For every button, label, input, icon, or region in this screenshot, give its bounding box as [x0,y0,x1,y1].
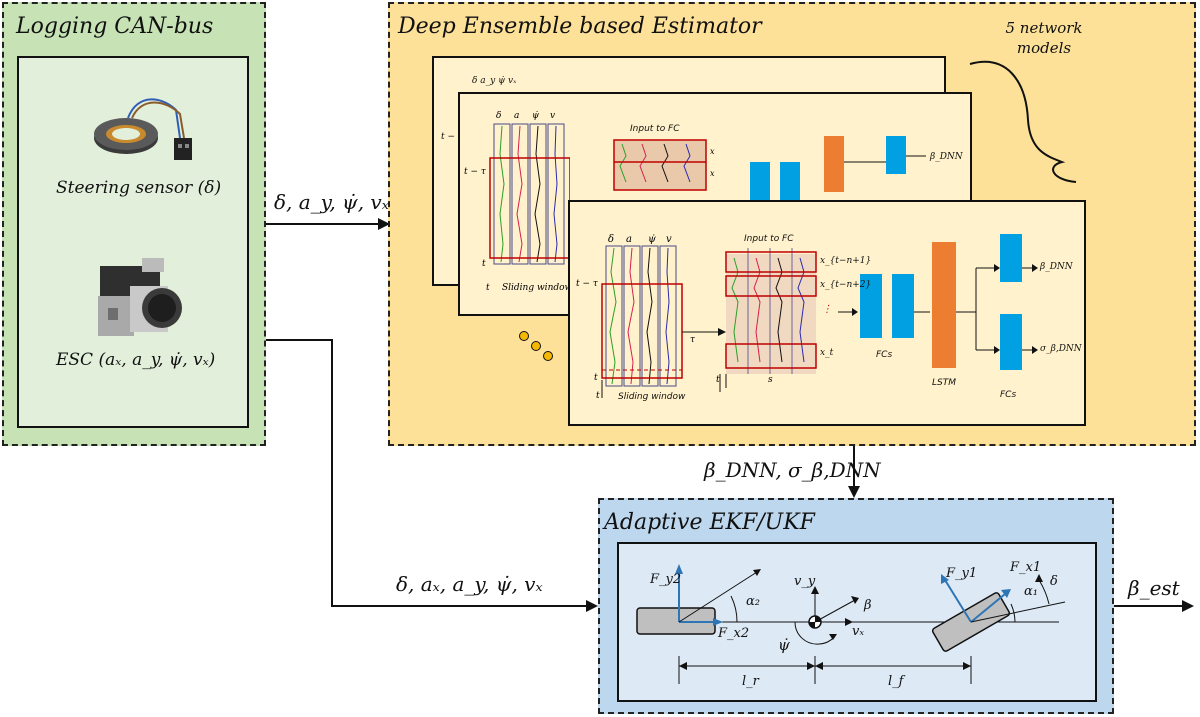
front-beta-out: β_DNN [1040,262,1073,272]
front-sliding-label: Sliding window [618,392,686,402]
front-fcs1-label: FCs [876,350,893,360]
arrow-label-to-ensemble: δ, a_y, ψ̇, vₓ [274,190,389,214]
svg-text:x: x [710,169,715,178]
front-x1-label: x_{t−n+1} [820,256,872,266]
middle-beta-label: β_DNN [930,152,963,162]
col-psidot: ψ̇ [648,234,656,245]
svg-text:x: x [710,147,715,156]
label-lf: l_f [888,674,904,689]
col-vx: v [666,234,672,245]
front-sigma-out: σ_β,DNN [1040,344,1082,354]
back-panel-columns: δ a_y ψ̇ vₓ [472,76,517,86]
label-lr: l_r [742,674,759,689]
svg-text:t: t [594,373,598,383]
label-vy: v_y [794,574,816,589]
label-alpha2: α₂ [746,594,760,609]
svg-text:t − τ: t − τ [464,167,487,177]
esc-label: ESC (aₓ, a_y, ψ̇, vₓ) [56,350,216,370]
label-delta: δ [1050,574,1058,589]
ensemble-note: 5 network models [1005,19,1083,57]
label-psidot: ψ̇ [778,636,790,654]
front-lstm-label: LSTM [932,378,956,388]
middle-input-fc-label: Input to FC [630,124,680,134]
label-vx: vₓ [852,624,864,639]
col-delta: δ [608,234,614,245]
svg-text:v: v [550,111,555,121]
middle-panel-diagram: δ a ψ̇ v t − τ t t Sliding window [464,111,570,293]
svg-text:⋮: ⋮ [822,304,832,315]
svg-text:δ: δ [496,111,501,121]
vehicle-model-diagram [636,564,1066,684]
svg-text:t: t [716,375,720,385]
ekf-title: Adaptive EKF/UKF [604,510,815,535]
ensemble-title: Deep Ensemble based Estimator [398,14,762,39]
svg-text:t: t [482,259,486,269]
svg-text:s: s [768,375,773,385]
front-input-fc-label: Input to FC [744,234,794,244]
front-panel-diagram: δ a ψ̇ v t − τ t t τ s t ⋮ [576,234,1038,401]
logging-title: Logging CAN-bus [16,14,214,39]
arrow-label-final-out: β_est [1128,576,1180,600]
network-panel-front [568,200,1086,426]
label-beta: β [864,598,872,613]
svg-text:a: a [514,111,519,121]
svg-text:t: t [596,391,600,401]
arrow-label-ensemble-out: β_DNN, σ_β,DNN [704,458,881,482]
steering-sensor-label: Steering sensor (δ) [56,178,222,198]
front-x2-label: x_{t−n+2} [820,280,872,290]
front-fcs2-label: FCs [1000,390,1017,400]
label-alpha1: α₁ [1024,584,1038,599]
arrow-label-to-ekf: δ, aₓ, a_y, ψ̇, vₓ [396,572,543,596]
label-fx1: F_x1 [1010,560,1042,575]
esc-module-icon [98,258,182,336]
svg-text:τ: τ [690,335,696,345]
svg-text:Sliding window: Sliding window [502,283,570,293]
svg-text:t: t [486,283,490,293]
col-ay: a [626,234,632,245]
label-fy2: F_y2 [650,572,682,587]
label-fx2: F_x2 [718,626,750,641]
models-brace [969,60,1077,183]
back-panel-t-label: t − [441,132,456,142]
svg-text:ψ̇: ψ̇ [532,111,540,121]
steering-sensor-icon [94,98,192,160]
svg-text:t − τ: t − τ [576,279,599,289]
front-xt-label: x_t [820,348,834,358]
more-models-dots [519,331,553,361]
middle-panel-network: xx [613,136,926,202]
label-fy1: F_y1 [946,566,978,581]
